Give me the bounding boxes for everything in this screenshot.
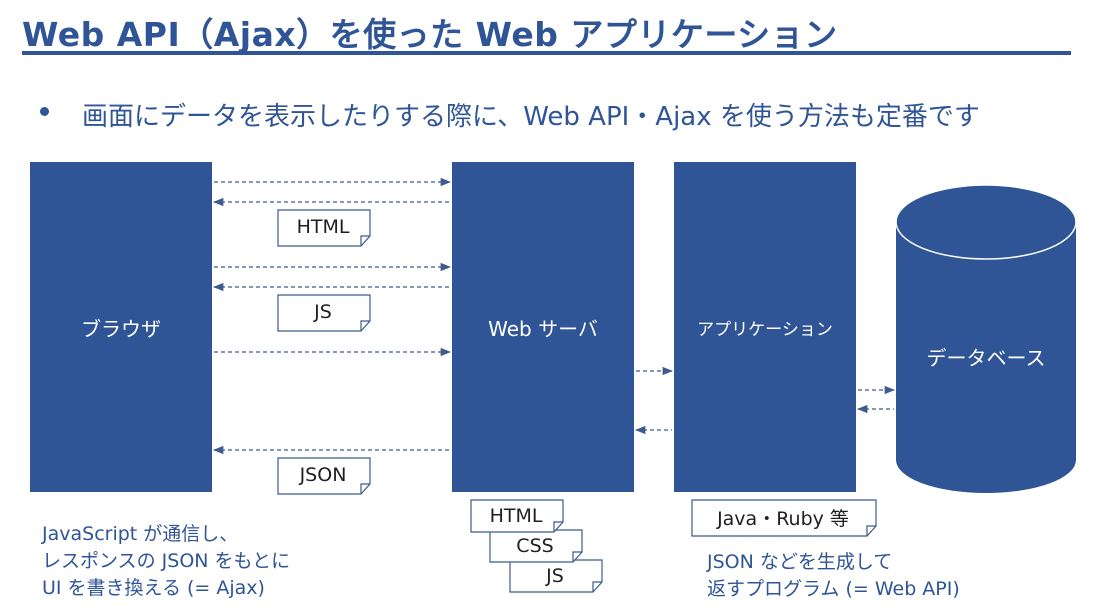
database-label: データベース <box>926 345 1046 370</box>
java-ruby-document-icon <box>691 499 877 537</box>
stack-html-label: HTML <box>489 505 543 527</box>
bullet-point-icon <box>40 107 49 116</box>
stack-html-document-icon <box>470 499 564 533</box>
application-note-line-2: 返すプログラム (= Web API) <box>707 578 960 600</box>
bullet-text: 画面にデータを表示したりする際に、Web API・Ajax を使う方法も定番です <box>82 102 980 132</box>
page-title: Web API（Ajax）を使った Web アプリケーション <box>22 15 838 54</box>
html-document-icon <box>277 209 371 247</box>
database-cylinder-icon <box>895 184 1077 493</box>
json-doc-label: JSON <box>299 464 347 486</box>
web-server-block: Web サーバ <box>452 162 634 492</box>
browser-note-line-1: JavaScript が通信し、 <box>42 523 239 545</box>
js-document-icon <box>277 294 371 332</box>
stack-css-label: CSS <box>516 535 554 557</box>
browser-note: JavaScript が通信し、 レスポンスの JSON をもとに UI を書き… <box>42 521 290 602</box>
browser-note-line-2: レスポンスの JSON をもとに <box>42 550 291 572</box>
browser-label: ブラウザ <box>81 316 161 341</box>
html-doc-label: HTML <box>296 216 350 238</box>
stack-js-label: JS <box>546 565 564 587</box>
application-note-line-1: JSON などを生成して <box>707 551 893 573</box>
application-block: アプリケーション <box>674 162 856 492</box>
application-note: JSON などを生成して 返すプログラム (= Web API) <box>707 549 960 603</box>
js-doc-label: JS <box>314 301 332 323</box>
browser-block: ブラウザ <box>30 162 212 492</box>
title-underline <box>22 51 1071 55</box>
json-document-icon <box>277 457 371 495</box>
application-label: アプリケーション <box>697 319 833 340</box>
browser-note-line-3: UI を書き換える (= Ajax) <box>42 577 265 599</box>
stack-js-document-icon <box>509 559 603 593</box>
stack-css-document-icon <box>489 529 583 563</box>
java-ruby-label: Java・Ruby 等 <box>717 507 849 530</box>
web-server-label: Web サーバ <box>488 316 598 341</box>
